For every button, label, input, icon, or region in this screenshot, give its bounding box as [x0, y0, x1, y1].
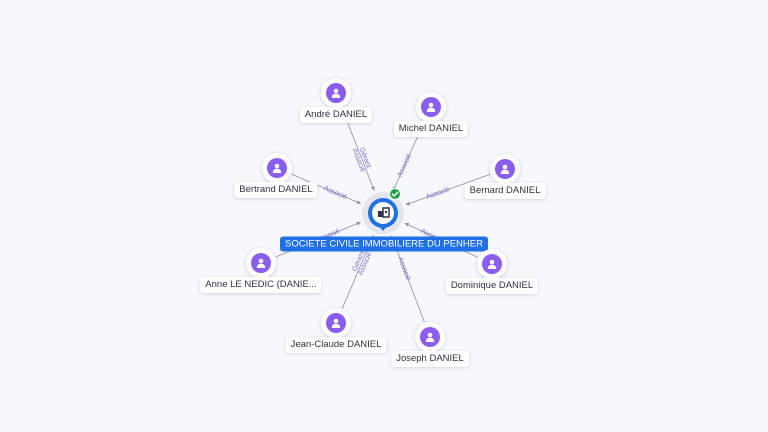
edge-relation-label: Associé	[396, 256, 411, 282]
arrow-head-icon	[404, 223, 410, 227]
edge-line	[291, 173, 362, 204]
company-name-label[interactable]: SOCIETE CIVILE IMMOBILIERE DU PENHER	[280, 236, 488, 252]
person-icon	[331, 318, 341, 328]
person-name-label[interactable]: Dominique DANIEL	[445, 278, 539, 294]
person-icon	[256, 258, 266, 268]
arrow-head-icon	[356, 221, 361, 226]
person-name-label[interactable]: Anne LE NEDIC (DANIE...	[200, 277, 322, 293]
person-node-bertrand-daniel[interactable]	[262, 153, 292, 183]
person-name-label[interactable]: Bertrand DANIEL	[234, 182, 318, 198]
person-icon	[487, 259, 497, 269]
person-node-bernard-daniel[interactable]	[490, 154, 520, 184]
person-name-label[interactable]: Jean-Claude DANIEL	[285, 337, 387, 353]
person-name-label[interactable]: Joseph DANIEL	[391, 351, 469, 367]
person-name-label[interactable]: Michel DANIEL	[393, 121, 469, 137]
building-icon	[362, 192, 404, 234]
arrow-head-icon	[370, 186, 375, 191]
person-name-label[interactable]: André DANIEL	[299, 107, 373, 123]
person-node-dominique-daniel[interactable]	[477, 249, 507, 279]
person-node-michel-daniel[interactable]	[416, 92, 446, 122]
person-node-joseph-daniel[interactable]	[415, 322, 445, 352]
edge-line	[405, 174, 491, 206]
person-icon	[425, 332, 435, 342]
edge-relation-label: Associé	[397, 153, 414, 178]
check-icon	[389, 188, 401, 200]
person-icon	[331, 88, 341, 98]
person-node-andre-daniel[interactable]	[321, 78, 351, 108]
company-node[interactable]	[359, 188, 407, 237]
person-icon	[500, 164, 510, 174]
person-name-label[interactable]: Bernard DANIEL	[464, 183, 546, 199]
arrow-head-icon	[356, 200, 361, 204]
edge-relation-label: Associé	[425, 186, 451, 201]
edge-relation-label: Associé	[323, 185, 348, 201]
arrow-head-icon	[405, 201, 411, 206]
person-icon	[272, 163, 282, 173]
person-node-anne-le-nedic[interactable]	[246, 248, 276, 278]
person-icon	[426, 102, 436, 112]
person-node-jean-claude-daniel[interactable]	[321, 308, 351, 338]
